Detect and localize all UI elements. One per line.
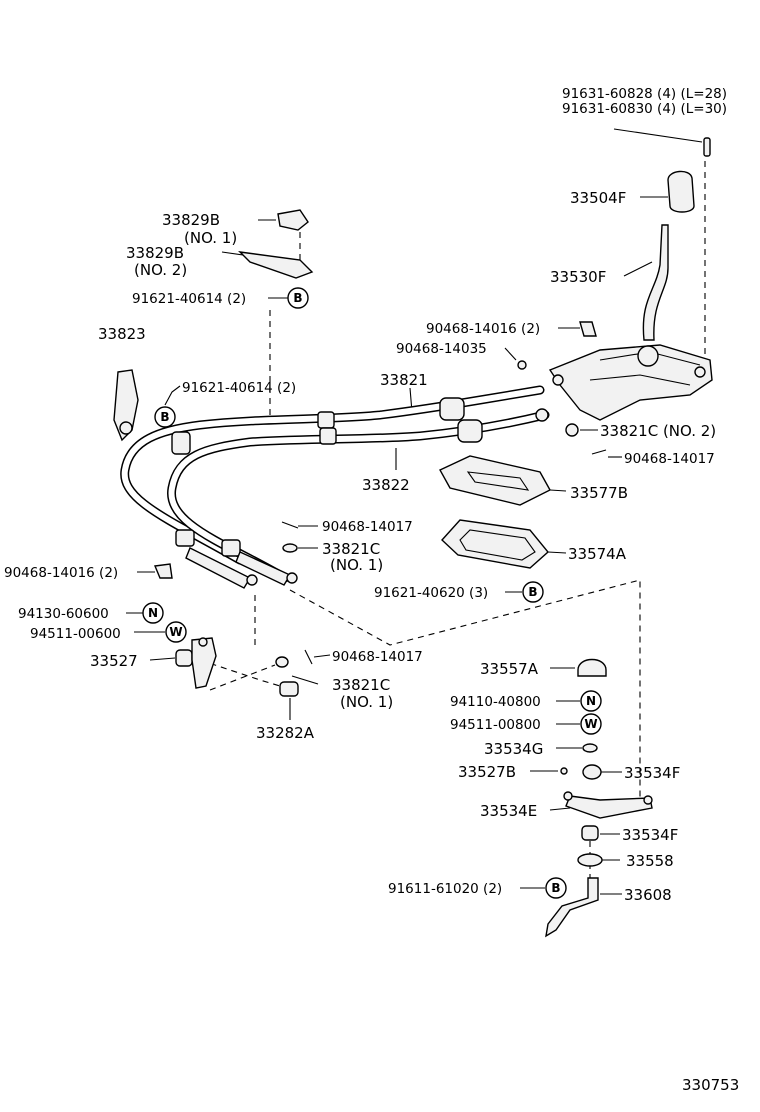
label-nut-right: 94110-40800 [450, 694, 541, 710]
label-washer-left: 94511-00600 [30, 626, 121, 642]
leader-lines [126, 128, 703, 895]
label-pin-33527b: 33527B [458, 763, 516, 781]
cable-33821 [120, 385, 545, 565]
label-cap: 33557A [480, 660, 539, 678]
svg-text:W: W [584, 717, 597, 731]
label-cable-upper: 33821 [380, 371, 428, 389]
label-bracket-no1: 33829B [162, 211, 220, 229]
label-washer-right: 94511-00800 [450, 717, 541, 733]
label-plate-lower: 33574A [568, 545, 627, 563]
svg-text:B: B [160, 410, 169, 424]
svg-text:B: B [551, 881, 560, 895]
shift-lever [642, 224, 669, 341]
label-lever-33527: 33527 [90, 652, 138, 670]
svg-text:B: B [293, 291, 302, 305]
badge-w-right: W [580, 713, 602, 735]
label-bolt-b-mid: 91621-40620 (3) [374, 585, 488, 601]
bracket-33829b [238, 209, 314, 279]
svg-text:B: B [528, 585, 537, 599]
label-pin-33282a: 33282A [256, 724, 315, 742]
badge-n-left: N [142, 602, 164, 624]
label-nut-left: 94130-60600 [18, 606, 109, 622]
label-washer-mid: 33821C [322, 540, 380, 558]
badge-b-top: B [287, 287, 309, 309]
shifter-base [548, 344, 713, 421]
svg-text:N: N [586, 694, 596, 708]
label-clip-right: 90468-14017 [624, 451, 715, 467]
svg-text:W: W [169, 625, 182, 639]
label-bracket-no2: 33829B [126, 244, 184, 262]
label-bolt-spec-1: 91631-60828 (4) (L=28) [562, 86, 727, 102]
label-ring-33558: 33558 [626, 852, 674, 870]
part-labels: 91631-60828 (4) (L=28) 91631-60830 (4) (… [4, 86, 739, 1094]
badge-b-mid: B [522, 581, 544, 603]
label-bracket-no2-sub: (NO. 2) [134, 261, 187, 279]
lower-right-stack [545, 658, 653, 938]
badge-b-left: B [154, 406, 176, 428]
label-bolt-b-top: 91621-40614 (2) [132, 291, 246, 307]
label-clip-lower: 90468-14017 [332, 649, 423, 665]
label-lever: 33530F [550, 268, 606, 286]
cable-33822 [167, 410, 550, 583]
badge-n-right: N [580, 690, 602, 712]
lever-33527 [175, 637, 217, 689]
label-bush-upper: 33534F [624, 764, 680, 782]
label-bolt-b-bottom: 91611-61020 (2) [388, 881, 502, 897]
label-lever-33534e: 33534E [480, 802, 537, 820]
label-washer-no2: 33821C (NO. 2) [600, 422, 716, 440]
label-washer-33534g: 33534G [484, 740, 543, 758]
badge-w-left: W [165, 621, 187, 643]
label-washer-mid-sub: (NO. 1) [330, 556, 383, 574]
badge-b-bottom: B [545, 877, 567, 899]
shift-knob [667, 170, 695, 213]
label-bolt-b-left: 91621-40614 (2) [182, 380, 296, 396]
label-cable-lower: 33822 [362, 476, 410, 494]
label-clip-mid: 90468-14017 [322, 519, 413, 535]
small-parts [154, 321, 607, 697]
label-plate-upper: 33577B [570, 484, 628, 502]
cable-fittings [171, 397, 549, 589]
shift-lever-assembly [548, 137, 713, 421]
label-bracket-33823: 33823 [98, 325, 146, 343]
label-knob: 33504F [570, 189, 626, 207]
plate-33574a [441, 519, 549, 569]
label-clip-top-b: 90468-14035 [396, 341, 487, 357]
label-clip-top-a: 90468-14016 (2) [426, 321, 540, 337]
label-bracket-no1-sub: (NO. 1) [184, 229, 237, 247]
bracket-33823 [113, 369, 139, 442]
label-washer-low-sub: (NO. 1) [340, 693, 393, 711]
figure-number: 330753 [682, 1076, 739, 1094]
label-bolt-spec-2: 91631-60830 (4) (L=30) [562, 101, 727, 117]
label-arm-33608: 33608 [624, 886, 672, 904]
label-washer-low: 33821C [332, 676, 390, 694]
svg-text:N: N [148, 606, 158, 620]
label-clip-left: 90468-14016 (2) [4, 565, 118, 581]
label-bush-lower: 33534F [622, 826, 678, 844]
plate-33577b [439, 455, 551, 506]
